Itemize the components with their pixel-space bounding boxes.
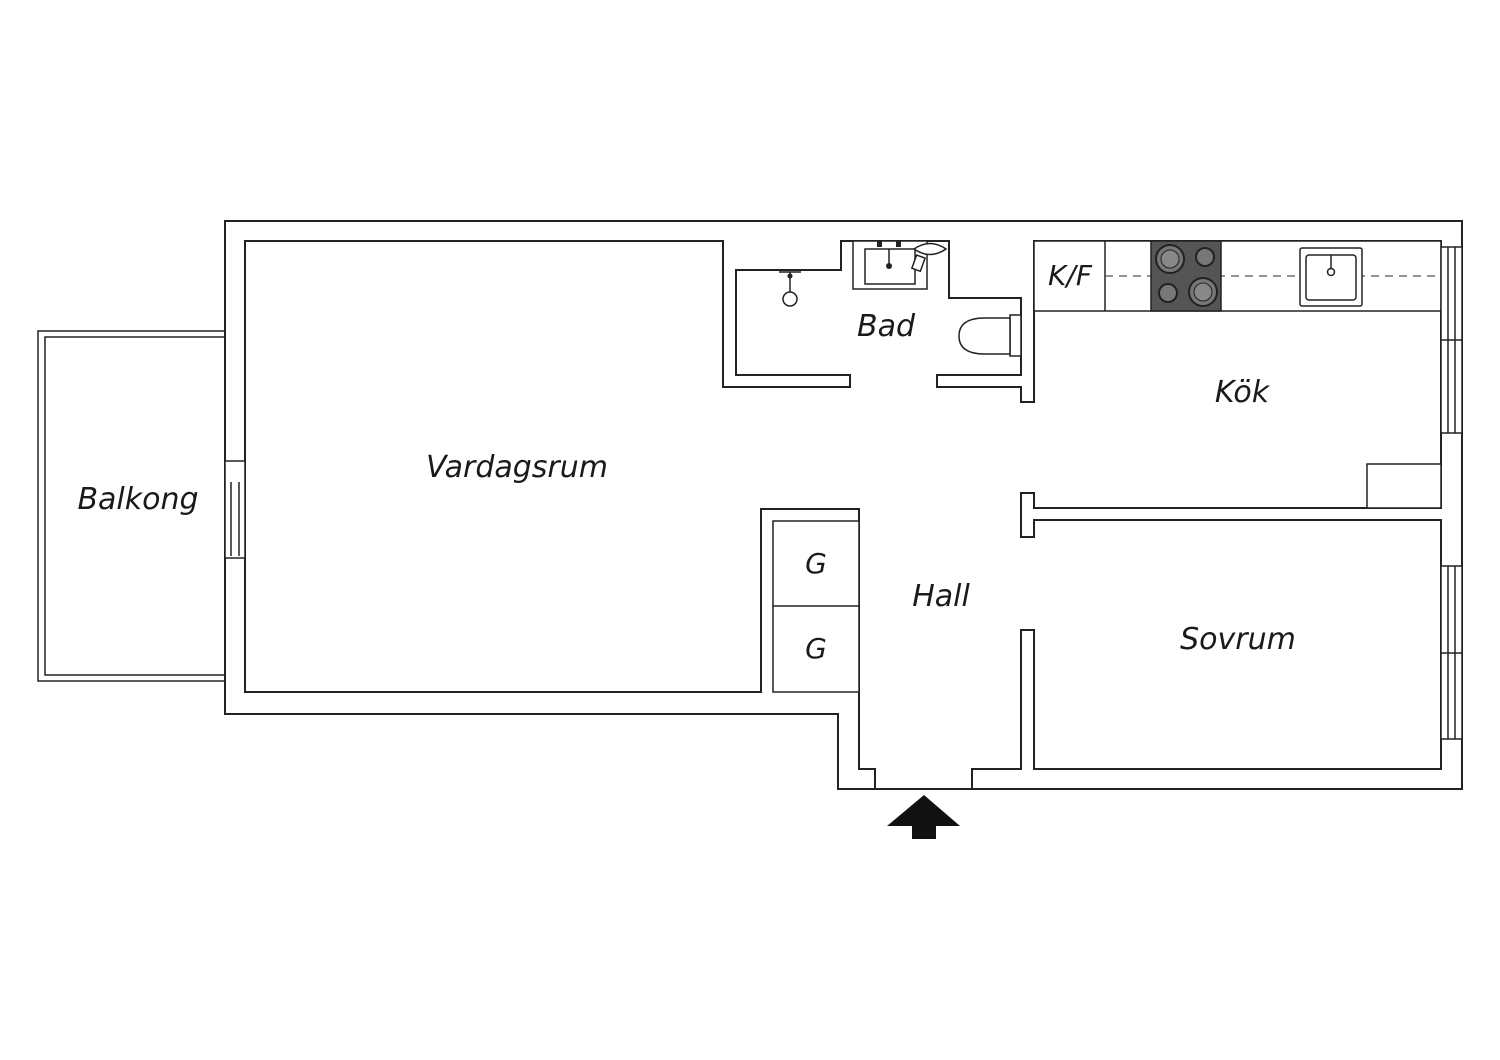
kitchen-counter [1033, 240, 1442, 312]
kitchen-sink-icon [1299, 247, 1363, 307]
room-label-bad: Bad [857, 309, 916, 344]
wardrobes [772, 520, 860, 693]
bathroom-fixtures [779, 240, 1022, 357]
east-windows [1440, 246, 1463, 740]
tap-icon [910, 242, 948, 273]
shower-icon [779, 271, 801, 307]
room-label-sovrum: Sovrum [1180, 622, 1296, 657]
room-label-hall: Hall [912, 579, 970, 614]
room-label-garderob-2: G [805, 632, 827, 665]
room-label-vardagsrum: Vardagsrum [426, 450, 608, 485]
room-label-garderob-1: G [805, 547, 827, 580]
room-label-kf: K/F [1048, 259, 1093, 292]
living-room-window [224, 460, 246, 559]
kitchen-cabinet [1366, 463, 1442, 509]
living-room-space [244, 240, 1442, 790]
entrance-arrow-icon [887, 795, 960, 839]
room-label-kok: Kök [1215, 375, 1271, 410]
stove-icon [1150, 240, 1222, 312]
room-label-balkong: Balkong [77, 482, 198, 517]
toilet-icon [958, 314, 1022, 357]
